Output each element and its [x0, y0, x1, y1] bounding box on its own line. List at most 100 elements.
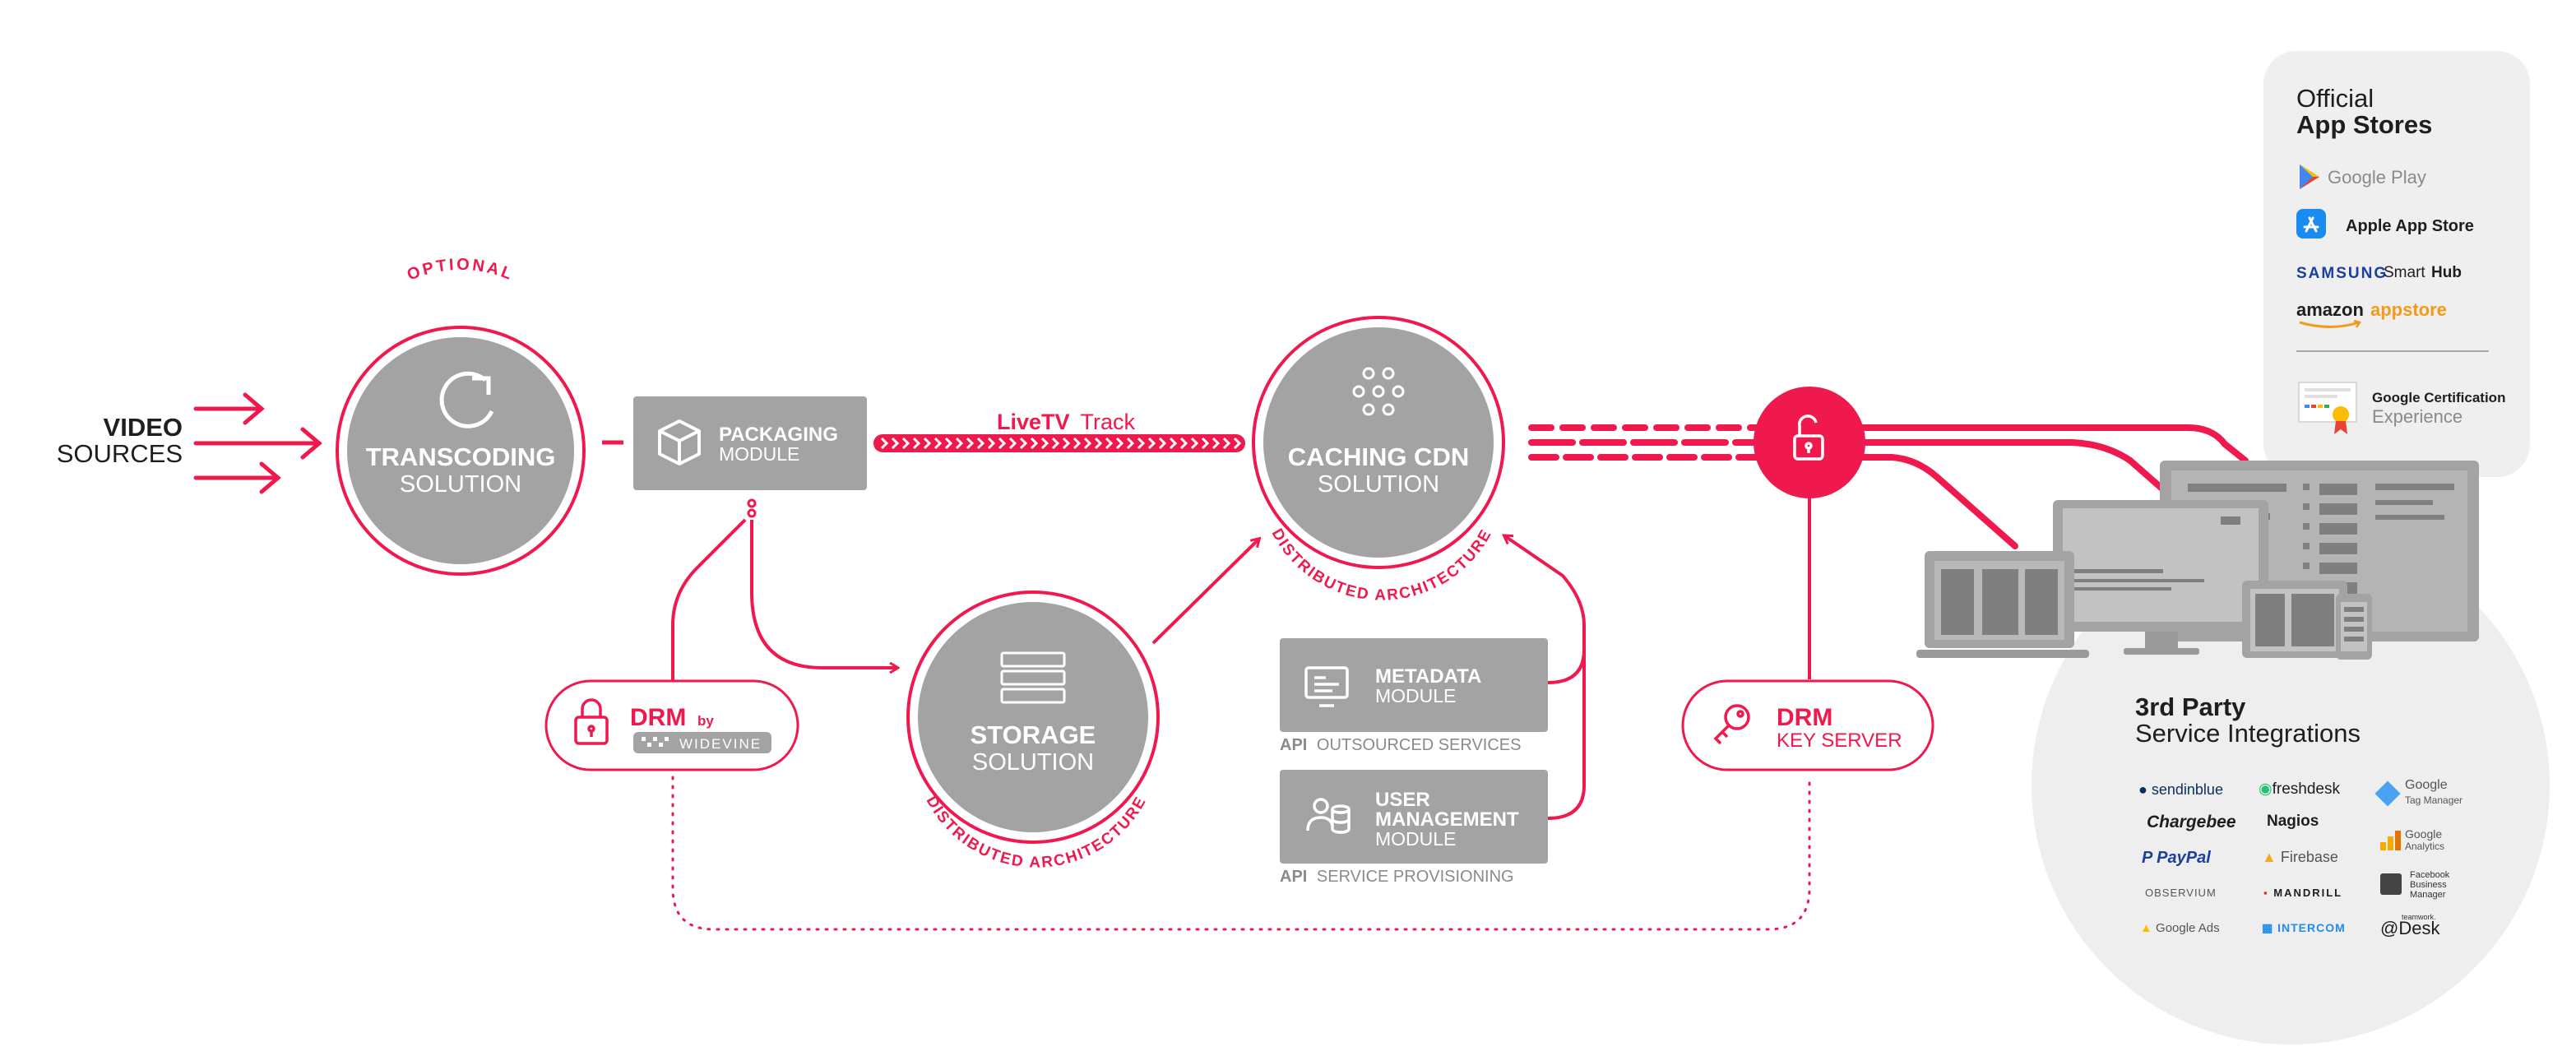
storage-title: STORAGE	[971, 720, 1096, 749]
packaging-drm-link	[671, 518, 747, 680]
user-mgmt-subtitle: MODULE	[1375, 828, 1456, 850]
user-mgmt-api-bold: API	[1280, 868, 1307, 886]
track-chevron	[1083, 437, 1092, 450]
track-chevron	[1008, 437, 1017, 450]
user-mgmt-title1: USER	[1375, 789, 1430, 811]
logo-google-tm-1: Google	[2405, 778, 2448, 792]
server-icon	[1000, 651, 1066, 704]
track-chevron	[923, 437, 932, 450]
track-chevron	[1062, 437, 1071, 450]
track-chevron	[1030, 437, 1039, 450]
widevine-logo-icon	[642, 737, 669, 747]
drm-key-title: DRM	[1777, 704, 1832, 731]
track-chevron	[966, 437, 975, 450]
track-chevron	[1179, 437, 1188, 450]
laptop-device	[1916, 551, 2089, 658]
metadata-api-rest: OUTSOURCED SERVICES	[1317, 736, 1522, 754]
certificate-icon	[2298, 382, 2359, 440]
packaging-subtitle: MODULE	[719, 443, 799, 465]
lock-icon	[574, 698, 609, 745]
tablet-device	[2242, 581, 2347, 658]
metadata-module: METADATA MODULE	[1280, 638, 1548, 732]
app-stores-heading1: Official	[2296, 84, 2374, 113]
track-chevron	[934, 437, 943, 450]
phone-device	[2336, 594, 2372, 660]
track-chevron	[1051, 437, 1060, 450]
transcoding-subtitle: SOLUTION	[400, 471, 521, 498]
video-source-arrows	[193, 392, 322, 494]
metadata-api: API OUTSOURCED SERVICES	[1280, 736, 1521, 754]
facebook-bm-icon	[2380, 873, 2402, 895]
logo-observium: OBSERVIUM	[2145, 887, 2217, 899]
livetv-track	[873, 434, 1245, 452]
track-chevron	[1212, 437, 1221, 450]
cube-icon	[658, 419, 701, 465]
logo-google-ga-1: Google	[2405, 827, 2443, 841]
track-chevron	[1126, 437, 1135, 450]
logo-google-ads: ▲ Google Ads	[2140, 921, 2220, 935]
samsung-label: SAMSUNG	[2296, 265, 2388, 282]
track-chevron	[998, 437, 1007, 450]
appstore-label: appstore	[2370, 299, 2447, 320]
services-heading2: Service Integrations	[2135, 719, 2361, 748]
caching-subtitle: SOLUTION	[1318, 471, 1439, 498]
cert-line1: Google Certification	[2372, 390, 2506, 405]
packaging-storage-link	[750, 520, 897, 668]
storage-subtitle: SOLUTION	[972, 749, 1094, 776]
logo-sendinblue: ● sendinblue	[2138, 781, 2223, 798]
track-chevron	[1105, 437, 1114, 450]
packaging-module: PACKAGING MODULE	[633, 396, 867, 490]
storage-cdn-link	[1151, 540, 1258, 645]
track-chevron	[1222, 437, 1231, 450]
track-chevron	[1137, 437, 1146, 450]
cert-line2: Experience	[2372, 406, 2463, 427]
devices-illustration	[1916, 461, 2479, 660]
logo-google-tm-2: Tag Manager	[2405, 794, 2463, 806]
logo-intercom: ▦ INTERCOM	[2262, 921, 2346, 934]
logo-teamwork-small: teamwork.	[2402, 913, 2436, 921]
logo-facebook-2: Business	[2410, 880, 2447, 890]
google-analytics-icon	[2379, 829, 2402, 856]
transcoding-title: TRANSCODING	[366, 442, 556, 471]
logo-facebook-3: Manager	[2410, 890, 2446, 900]
monitor-icon	[1304, 666, 1349, 707]
drm-key-server: DRM KEY SERVER	[1681, 679, 1934, 771]
livetv-label-rest: Track	[1081, 410, 1136, 434]
video-sources-line1: VIDEO	[103, 413, 183, 442]
apple-app-store-label: Apple App Store	[2346, 217, 2474, 235]
users-db-icon	[1306, 798, 1351, 834]
refresh-icon	[439, 371, 494, 428]
user-mgmt-api-rest: SERVICE PROVISIONING	[1317, 868, 1514, 886]
track-chevron	[1201, 437, 1210, 450]
track-chevron	[1040, 437, 1049, 450]
drm-dotted-loop	[671, 776, 1811, 931]
device-feed-lines	[1847, 424, 2249, 549]
hub-label: Hub	[2431, 264, 2462, 281]
unlock-node	[1754, 387, 1865, 498]
livetv-label-bold: LiveTV	[997, 410, 1070, 434]
drm-key-subtitle: KEY SERVER	[1777, 729, 1902, 752]
logo-freshdesk: ◉freshdesk	[2259, 780, 2340, 798]
storage-solution: DISTRIBUTED ARCHITECTURE STORAGE SOLUTIO…	[906, 591, 1160, 872]
user-mgmt-api: API SERVICE PROVISIONING	[1280, 868, 1514, 886]
nodes-icon	[1352, 367, 1405, 416]
caching-title: CACHING CDN	[1288, 442, 1469, 471]
track-chevron	[901, 437, 910, 450]
track-chevron	[891, 437, 900, 450]
logo-firebase: ▲ Firebase	[2262, 849, 2338, 865]
track-chevron	[1158, 437, 1167, 450]
logo-nagios: Nagios	[2267, 813, 2319, 830]
track-chevron	[987, 437, 996, 450]
amazon-label: amazon	[2296, 299, 2364, 320]
track-chevron	[1094, 437, 1103, 450]
track-chevron	[976, 437, 985, 450]
track-chevron	[1073, 437, 1082, 450]
drm-widevine-brand: WIDEVINE	[679, 736, 762, 752]
track-chevron	[1190, 437, 1199, 450]
track-chevron	[955, 437, 964, 450]
stores-divider	[2296, 350, 2489, 352]
metadata-api-bold: API	[1280, 736, 1307, 754]
metadata-title: METADATA	[1375, 665, 1481, 688]
cdn-stream-lines	[1528, 424, 1763, 461]
